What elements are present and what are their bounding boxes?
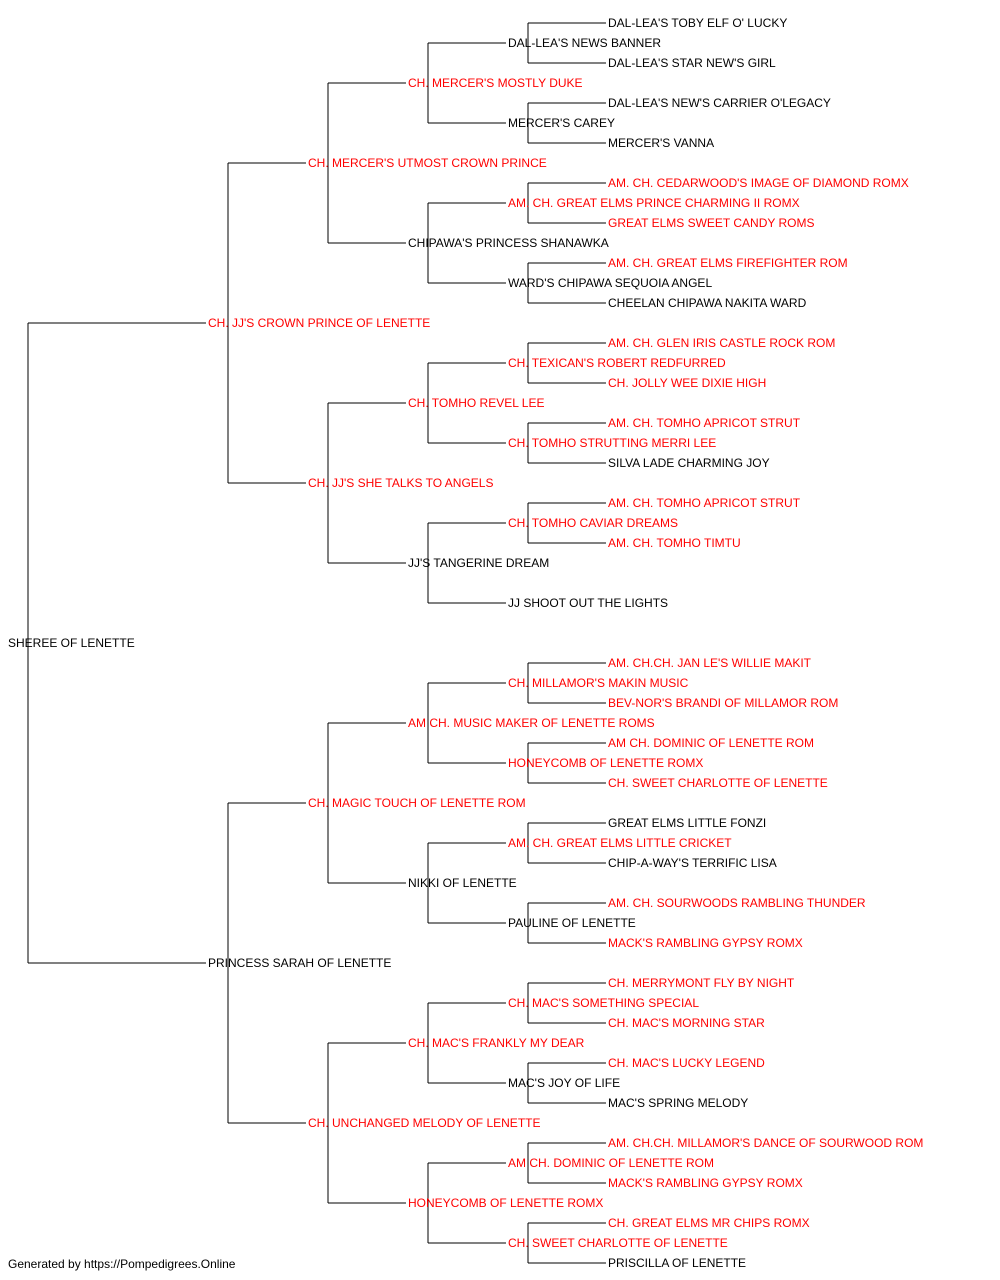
pedigree-node-dddsd: MACK'S RAMBLING GYPSY ROMX [608,1176,803,1190]
pedigree-node-dss: AM CH. MUSIC MAKER OF LENETTE ROMS [408,716,655,730]
pedigree-node-dsdds: AM. CH. SOURWOODS RAMBLING THUNDER [608,896,866,910]
pedigree-node-ssds: AM. CH. GREAT ELMS PRINCE CHARMING II RO… [508,196,800,210]
pedigree-node-sddsd: AM. CH. TOMHO TIMTU [608,536,741,550]
pedigree-node-sdssd: CH. JOLLY WEE DIXIE HIGH [608,376,767,390]
pedigree-node-dssds: AM CH. DOMINIC OF LENETTE ROM [608,736,815,750]
pedigree-node-dsdsd: CHIP-A-WAY'S TERRIFIC LISA [608,856,777,870]
pedigree-node-s: CH. JJ'S CROWN PRINCE OF LENETTE [208,316,431,330]
pedigree-node-ssdd: WARD'S CHIPAWA SEQUOIA ANGEL [508,276,713,290]
pedigree-node-dddss: AM. CH.CH. MILLAMOR'S DANCE OF SOURWOOD … [608,1136,924,1150]
pedigree-node-ddd: HONEYCOMB OF LENETTE ROMX [408,1196,604,1210]
pedigree-node-ddds: AM CH. DOMINIC OF LENETTE ROM [508,1156,715,1170]
footer-credit: Generated by https://Pompedigrees.Online [8,1257,236,1271]
pedigree-node-ddsss: CH. MERRYMONT FLY BY NIGHT [608,976,795,990]
pedigree-node-ssssd: DAL-LEA'S STAR NEW'S GIRL [608,56,776,70]
pedigree-node-sdsss: AM. CH. GLEN IRIS CASTLE ROCK ROM [608,336,836,350]
pedigree-node-sssdd: MERCER'S VANNA [608,136,715,150]
pedigree-node-sds: CH. TOMHO REVEL LEE [408,396,545,410]
pedigree-node-dssdd: CH. SWEET CHARLOTTE OF LENETTE [608,776,828,790]
pedigree-node-sddss: AM. CH. TOMHO APRICOT STRUT [608,496,801,510]
pedigree-node-ddssd: CH. MAC'S MORNING STAR [608,1016,765,1030]
pedigree-node-ddsd: MAC'S JOY OF LIFE [508,1076,621,1090]
pedigree-node-sssd: MERCER'S CAREY [508,116,615,130]
pedigree-node-dsd: NIKKI OF LENETTE [408,876,517,890]
pedigree-node-dsdd: PAULINE OF LENETTE [508,916,636,930]
pedigree-node-sd: CH. JJ'S SHE TALKS TO ANGELS [308,476,494,490]
pedigree-node-ddsds: CH. MAC'S LUCKY LEGEND [608,1056,765,1070]
pedigree-node-dds: CH. MAC'S FRANKLY MY DEAR [408,1036,585,1050]
pedigree-node-sdd: JJ'S TANGERINE DREAM [408,556,550,570]
pedigree-node-d: PRINCESS SARAH OF LENETTE [208,956,392,970]
pedigree-node-dsddd: MACK'S RAMBLING GYPSY ROMX [608,936,803,950]
pedigree-node-sssds: DAL-LEA'S NEW'S CARRIER O'LEGACY [608,96,831,110]
pedigree-node-dddd: CH. SWEET CHARLOTTE OF LENETTE [508,1236,728,1250]
pedigree-node-ssd: CHIPAWA'S PRINCESS SHANAWKA [408,236,609,250]
pedigree-node-dsdss: GREAT ELMS LITTLE FONZI [608,816,767,830]
pedigree-node-dssss: AM. CH.CH. JAN LE'S WILLIE MAKIT [608,656,811,670]
pedigree-node-sddd: JJ SHOOT OUT THE LIGHTS [508,596,669,610]
pedigree-node-ddddd: PRISCILLA OF LENETTE [608,1256,747,1270]
pedigree-node-ss: CH. MERCER'S UTMOST CROWN PRINCE [308,156,547,170]
pedigree-node-dd: CH. UNCHANGED MELODY OF LENETTE [308,1116,541,1130]
pedigree-node-ddsdd: MAC'S SPRING MELODY [608,1096,749,1110]
pedigree-node-root: SHEREE OF LENETTE [8,636,135,650]
pedigree-node-sdss: CH. TEXICAN'S ROBERT REDFURRED [508,356,726,370]
pedigree-node-ds: CH. MAGIC TOUCH OF LENETTE ROM [308,796,526,810]
pedigree-node-sdsd: CH. TOMHO STRUTTING MERRI LEE [508,436,717,450]
pedigree-node-dsssd: BEV-NOR'S BRANDI OF MILLAMOR ROM [608,696,839,710]
pedigree-node-dssd: HONEYCOMB OF LENETTE ROMX [508,756,704,770]
pedigree-node-ssss: DAL-LEA'S NEWS BANNER [508,36,661,50]
pedigree-node-dddds: CH. GREAT ELMS MR CHIPS ROMX [608,1216,810,1230]
pedigree-node-sss: CH. MERCER'S MOSTLY DUKE [408,76,583,90]
pedigree-node-ssdsd: GREAT ELMS SWEET CANDY ROMS [608,216,815,230]
pedigree-node-sssss: DAL-LEA'S TOBY ELF O' LUCKY [608,16,788,30]
pedigree-node-sdds: CH. TOMHO CAVIAR DREAMS [508,516,679,530]
pedigree-node-sdsdd: SILVA LADE CHARMING JOY [608,456,770,470]
pedigree-node-sdsds: AM. CH. TOMHO APRICOT STRUT [608,416,801,430]
pedigree-node-dsss: CH. MILLAMOR'S MAKIN MUSIC [508,676,689,690]
pedigree-node-dsds: AM. CH. GREAT ELMS LITTLE CRICKET [508,836,732,850]
pedigree-node-ddss: CH. MAC'S SOMETHING SPECIAL [508,996,699,1010]
pedigree-node-ssddd: CHEELAN CHIPAWA NAKITA WARD [608,296,807,310]
pedigree-node-ssdss: AM. CH. CEDARWOOD'S IMAGE OF DIAMOND ROM… [608,176,909,190]
pedigree-node-ssdds: AM. CH. GREAT ELMS FIREFIGHTER ROM [608,256,848,270]
